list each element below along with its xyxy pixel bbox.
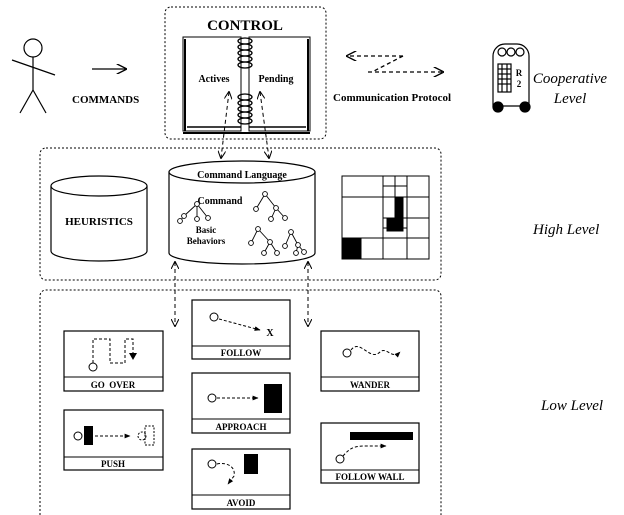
basic-behaviors-line2: Behaviors	[187, 236, 226, 246]
behavior-follow-wall	[320, 422, 420, 484]
basic-behaviors-line1: Basic	[196, 225, 217, 235]
command-label: Command	[197, 196, 242, 207]
heuristics-label: HEURISTICS	[65, 216, 133, 228]
high-level-box	[39, 147, 442, 281]
command-language-label: Command Language	[197, 170, 287, 181]
command-trees	[177, 191, 307, 256]
avoid-label: AVOID	[227, 498, 256, 508]
commands-label: COMMANDS	[72, 94, 139, 106]
robot-label-2: 2	[517, 79, 522, 89]
cooperative-level-line1: Cooperative	[533, 71, 607, 87]
control-box	[164, 6, 327, 140]
actives-label: Actives	[198, 74, 229, 85]
robot-label-r: R	[516, 68, 523, 78]
command-language-database	[168, 160, 316, 265]
behavior-avoid	[191, 448, 291, 510]
protocol-label: Communication Protocol	[333, 92, 451, 104]
approach-label: APPROACH	[216, 422, 267, 432]
follow-target-label: X	[266, 328, 274, 339]
cooperative-level-line2: Level	[553, 91, 586, 107]
follow-wall-label: FOLLOW WALL	[336, 472, 405, 482]
go-over-label: GO OVER	[91, 380, 136, 390]
behavior-follow	[191, 299, 291, 360]
high-low-links	[175, 262, 308, 326]
behavior-approach	[191, 372, 291, 434]
control-title: CONTROL	[207, 18, 283, 34]
grid-map	[341, 175, 430, 260]
behavior-wander	[320, 330, 420, 392]
heuristics-database	[50, 175, 148, 262]
high-level-label: High Level	[532, 222, 599, 238]
follow-label: FOLLOW	[221, 348, 262, 358]
robot-icon	[492, 43, 531, 113]
control-book-icon	[182, 36, 311, 134]
pending-label: Pending	[258, 74, 293, 85]
wander-label: WANDER	[350, 380, 391, 390]
low-level-label: Low Level	[540, 398, 603, 414]
behavior-go-over	[63, 330, 164, 392]
user-figure-icon	[11, 38, 56, 114]
low-level-box	[39, 289, 442, 515]
behavior-push	[63, 409, 164, 471]
protocol-arrows	[347, 56, 443, 72]
push-label: PUSH	[101, 459, 125, 469]
